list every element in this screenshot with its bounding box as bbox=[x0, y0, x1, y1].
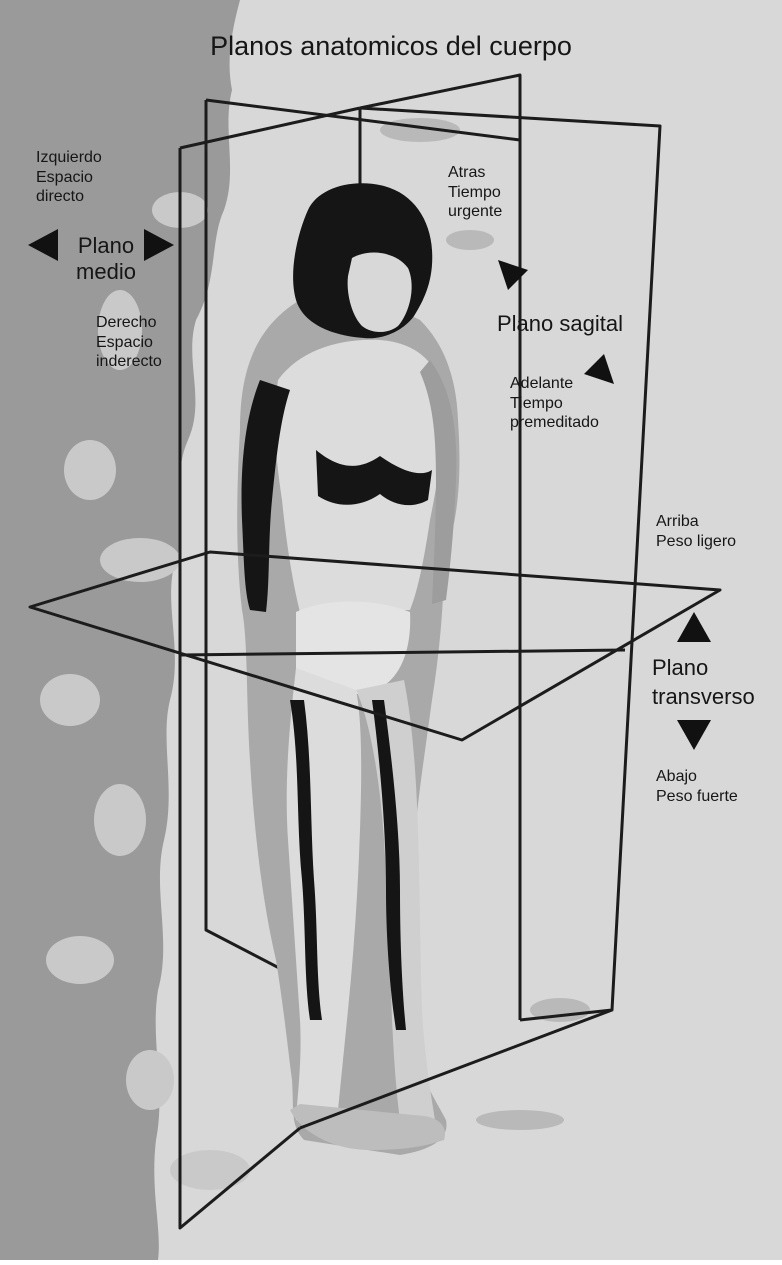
sagital-back-note-line-2: Tiempo bbox=[448, 183, 502, 203]
sagital-back-note-line-3: urgente bbox=[448, 202, 502, 222]
medio-plane-label-line-1: Plano bbox=[68, 233, 144, 259]
medio-right-note-line-2: Espacio bbox=[96, 333, 162, 353]
sagital-front-note-line-3: premeditado bbox=[510, 413, 599, 433]
triangle-down-right-icon bbox=[496, 258, 530, 292]
diagram-title: Planos anatomicos del cuerpo bbox=[0, 30, 782, 63]
medio-right-note-line-1: Derecho bbox=[96, 313, 162, 333]
medio-right-note: Derecho Espacio inderecto bbox=[96, 313, 162, 372]
transverso-up-note-line-1: Arriba bbox=[656, 512, 736, 532]
transverso-plane-label-line-1: Plano bbox=[652, 654, 755, 683]
sagital-back-note: Atras Tiempo urgente bbox=[448, 163, 502, 222]
transverso-down-note-line-2: Peso fuerte bbox=[656, 787, 738, 807]
sagital-front-note-line-1: Adelante bbox=[510, 374, 599, 394]
medio-left-note: Izquierdo Espacio directo bbox=[36, 148, 102, 207]
triangle-left-icon bbox=[28, 229, 58, 261]
sagital-back-note-line-1: Atras bbox=[448, 163, 502, 183]
transverso-up-note-line-2: Peso ligero bbox=[656, 532, 736, 552]
medio-left-note-line-2: Espacio bbox=[36, 168, 102, 188]
medio-right-note-line-3: inderecto bbox=[96, 352, 162, 372]
sagital-plane-label: Plano sagital bbox=[497, 311, 623, 338]
medio-left-note-line-1: Izquierdo bbox=[36, 148, 102, 168]
transverso-plane-label-line-2: transverso bbox=[652, 683, 755, 712]
triangle-down-icon bbox=[677, 720, 711, 750]
sagital-front-note: Adelante Tiempo premeditado bbox=[510, 374, 599, 433]
medio-left-note-line-3: directo bbox=[36, 187, 102, 207]
transverso-down-note: Abajo Peso fuerte bbox=[656, 767, 738, 806]
transverso-down-note-line-1: Abajo bbox=[656, 767, 738, 787]
sagital-front-note-line-2: Tiempo bbox=[510, 394, 599, 414]
transverso-up-note: Arriba Peso ligero bbox=[656, 512, 736, 551]
medio-plane-label-line-2: medio bbox=[68, 259, 144, 285]
medio-plane-label: Plano medio bbox=[68, 233, 144, 285]
triangle-up-icon bbox=[677, 612, 711, 642]
triangle-right-icon bbox=[144, 229, 174, 261]
transverso-plane-label: Plano transverso bbox=[652, 654, 755, 711]
